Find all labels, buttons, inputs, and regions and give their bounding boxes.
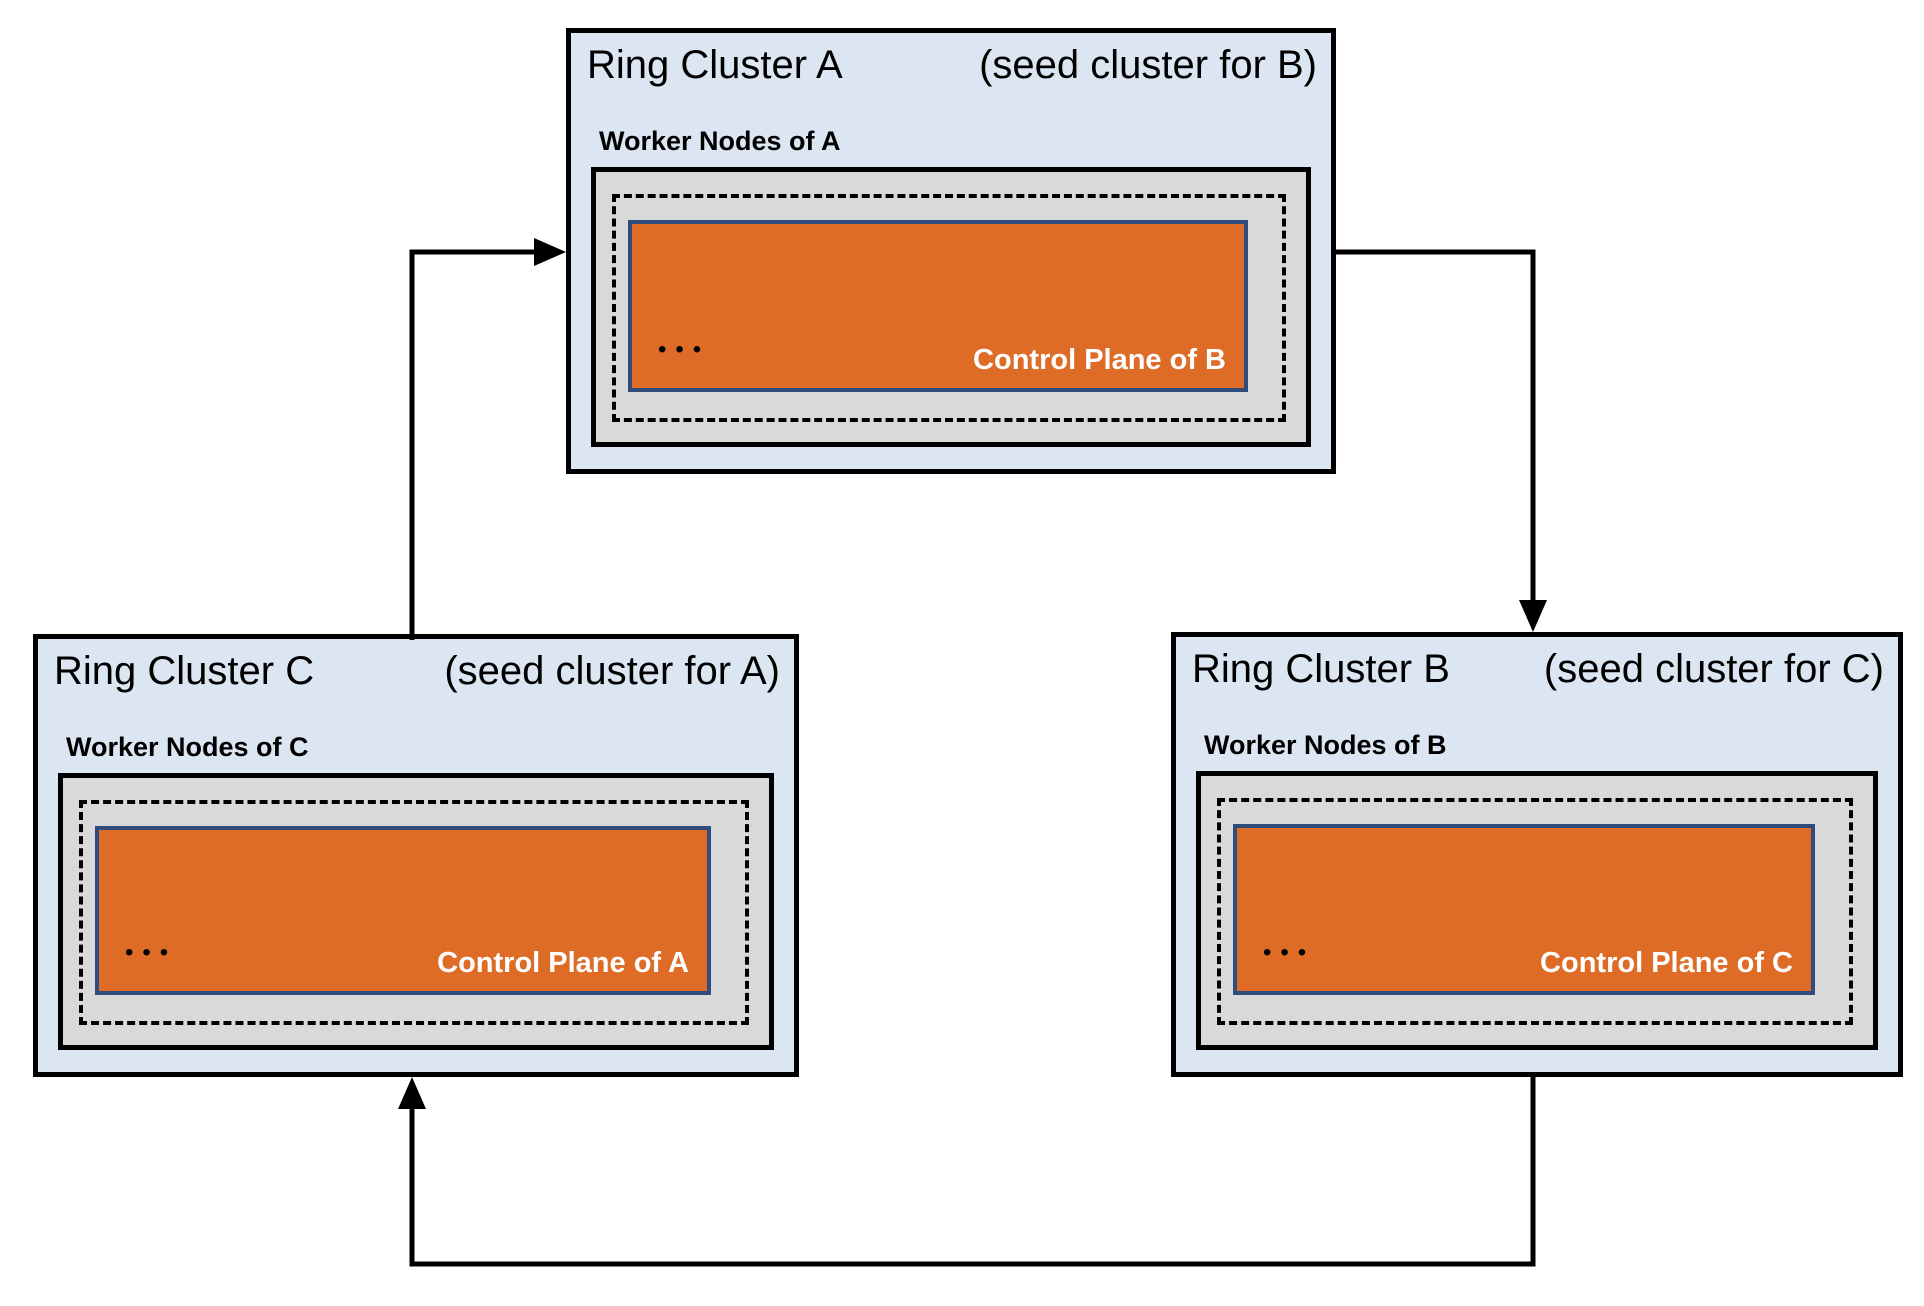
arrowhead-right-icon	[534, 238, 566, 266]
cluster-c-name: Ring Cluster C	[54, 649, 315, 693]
cluster-a-worker-nodes-label: Worker Nodes of A	[599, 126, 841, 156]
arrow-a-to-b	[1336, 249, 1547, 632]
ellipsis-dots: •••	[658, 336, 711, 363]
cluster-c-worker-nodes-box: ••• Control Plane of A	[58, 772, 774, 1050]
cluster-a-worker-nodes-box: ••• Control Plane of B	[591, 166, 1311, 447]
cluster-a: Ring Cluster A (seed cluster for B) Work…	[566, 28, 1336, 474]
arrowhead-up-icon	[398, 1077, 426, 1109]
cluster-a-control-plane-label: Control Plane of B	[973, 344, 1226, 377]
cluster-b-control-plane-box: ••• Control Plane of C	[1233, 823, 1815, 995]
cluster-b-worker-nodes-box: ••• Control Plane of C	[1196, 770, 1878, 1050]
cluster-c-seed-note: (seed cluster for A)	[444, 649, 780, 693]
cluster-b-seed-note: (seed cluster for C)	[1543, 647, 1884, 691]
cluster-c-control-plane-box: ••• Control Plane of A	[95, 825, 711, 995]
cluster-b-dashed-boundary: ••• Control Plane of C	[1217, 797, 1853, 1025]
cluster-b: Ring Cluster B (seed cluster for C) Work…	[1171, 632, 1903, 1077]
arrow-b-to-c	[398, 1077, 1536, 1267]
cluster-b-name: Ring Cluster B	[1192, 647, 1450, 691]
cluster-c-dashed-boundary: ••• Control Plane of A	[79, 799, 749, 1025]
cluster-a-control-plane-box: ••• Control Plane of B	[628, 219, 1248, 392]
ellipsis-dots: •••	[1263, 939, 1316, 966]
cluster-a-seed-note: (seed cluster for B)	[979, 43, 1317, 87]
cluster-c-control-plane-label: Control Plane of A	[437, 947, 689, 980]
cluster-a-dashed-boundary: ••• Control Plane of B	[612, 193, 1286, 422]
cluster-a-name: Ring Cluster A	[587, 43, 843, 87]
cluster-c-title-row: Ring Cluster C (seed cluster for A)	[54, 647, 780, 695]
cluster-b-control-plane-label: Control Plane of C	[1540, 947, 1793, 980]
cluster-a-title-row: Ring Cluster A (seed cluster for B)	[587, 41, 1317, 89]
arrow-c-to-a	[409, 238, 566, 640]
cluster-c: Ring Cluster C (seed cluster for A) Work…	[33, 634, 799, 1077]
cluster-b-title-row: Ring Cluster B (seed cluster for C)	[1192, 645, 1884, 693]
cluster-c-worker-nodes-label: Worker Nodes of C	[66, 732, 309, 762]
arrowhead-down-icon	[1519, 600, 1547, 632]
cluster-b-worker-nodes-label: Worker Nodes of B	[1204, 730, 1447, 760]
ellipsis-dots: •••	[125, 939, 178, 966]
